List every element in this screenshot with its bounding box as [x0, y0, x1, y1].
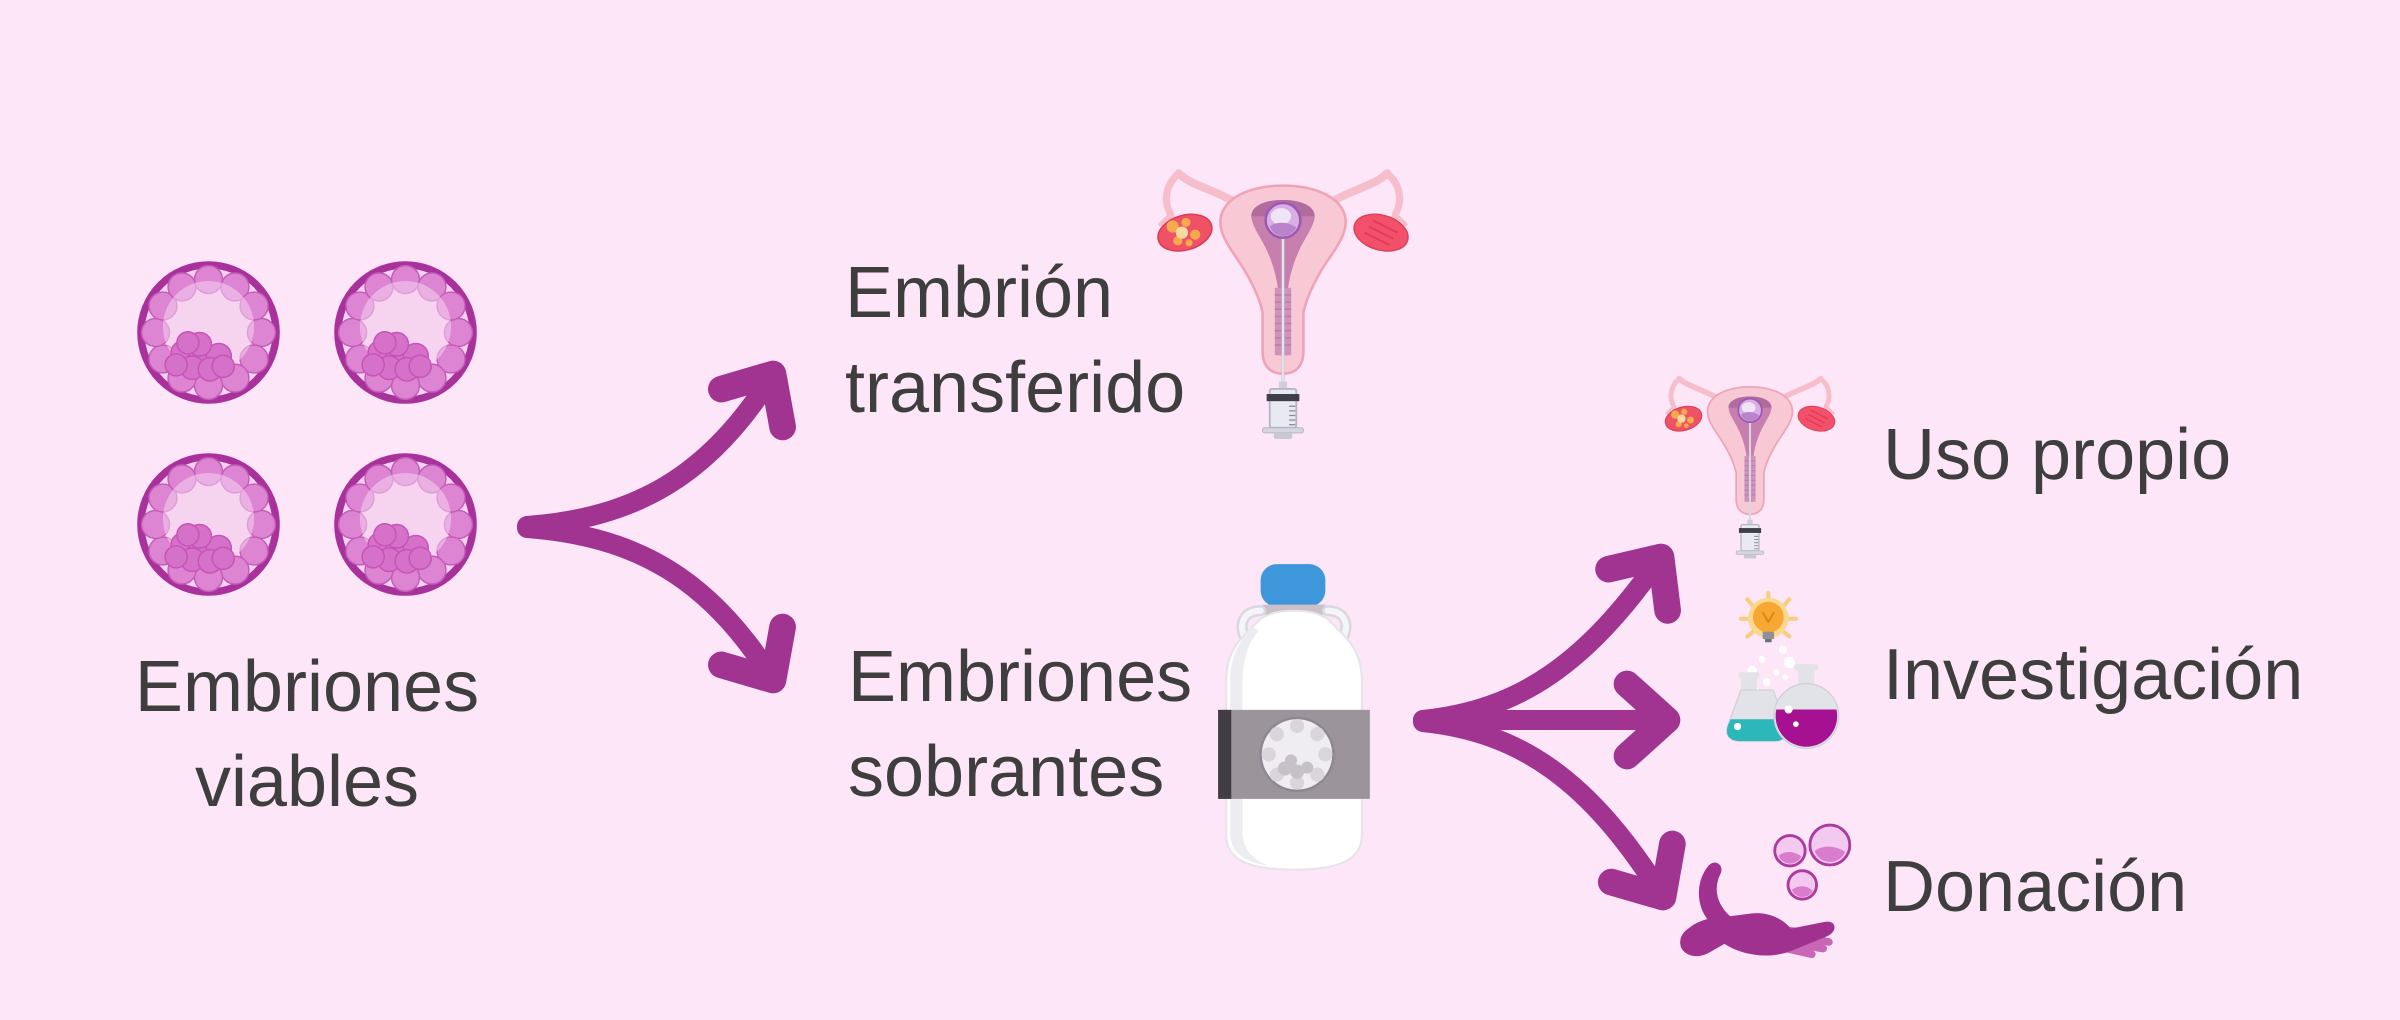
- uterus-transfer-icon: [1660, 366, 1840, 560]
- transferred-label-line2: transferido: [845, 348, 1186, 429]
- source-label-line2: viables: [194, 742, 420, 823]
- embryo-icon: [332, 451, 479, 598]
- embryo-icon: [332, 259, 479, 406]
- own-use-label: Uso propio: [1883, 415, 2232, 495]
- cryotank-icon: [1208, 560, 1380, 884]
- branch-arrow-2way: [517, 360, 796, 694]
- research-flasks-icon: [1705, 588, 1843, 750]
- transferred-label-line1: Embrión: [845, 253, 1114, 333]
- transferred-label: Embrión transferido: [845, 246, 1185, 436]
- source-label: Embriones viables: [60, 640, 554, 830]
- embryo-icon: [135, 259, 282, 406]
- embryo-icon: [135, 451, 282, 598]
- surplus-label-line1: Embriones: [848, 637, 1193, 717]
- donation-hand-icon: [1675, 822, 1865, 965]
- branch-arrow-3way: [1413, 543, 1686, 911]
- uterus-transfer-icon: [1150, 155, 1416, 441]
- surplus-label: Embriones sobrantes: [848, 630, 1192, 820]
- donation-label: Donación: [1883, 847, 2188, 927]
- research-label: Investigación: [1883, 635, 2304, 715]
- surplus-label-line2: sobrantes: [848, 732, 1165, 813]
- source-label-line1: Embriones: [134, 647, 480, 727]
